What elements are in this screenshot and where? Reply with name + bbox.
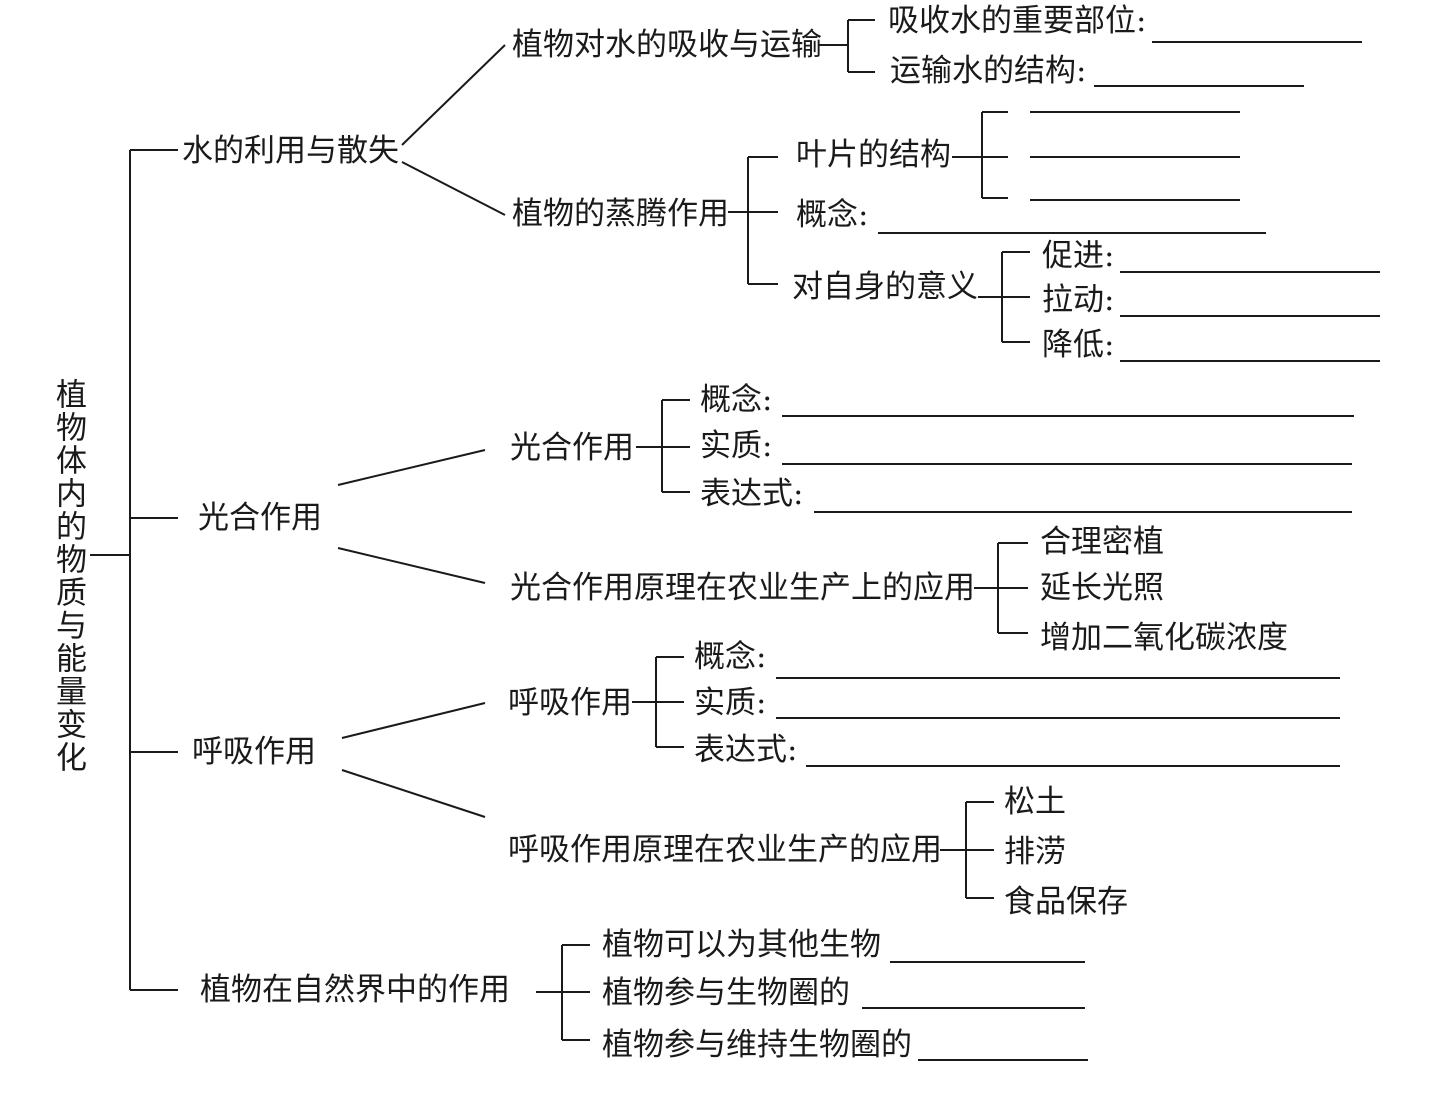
transp-label: 植物的蒸腾作用 <box>512 196 729 232</box>
resp-formula-label: 表达式: <box>694 732 797 768</box>
nature-item-3: 植物参与维持生物圈的 <box>602 1027 912 1063</box>
photo-to-application <box>337 547 486 584</box>
photo-app-item-3: 增加二氧化碳浓度 <box>1040 620 1288 656</box>
photo-app-item-2: 延长光照 <box>1040 570 1164 606</box>
meaning-lower-label: 降低: <box>1042 327 1114 363</box>
resp-detail-label: 呼吸作用 <box>508 685 632 721</box>
photo-concept-label: 概念: <box>700 382 772 418</box>
resp-essence-label: 实质: <box>694 685 766 721</box>
photo-essence-label: 实质: <box>700 428 772 464</box>
nature-item-2: 植物参与生物圈的 <box>602 975 850 1011</box>
photo-application-label: 光合作用原理在农业生产上的应用 <box>510 570 975 606</box>
resp-to-detail <box>341 702 486 739</box>
meaning-pull-label: 拉动: <box>1042 282 1114 318</box>
photo-detail-label: 光合作用 <box>510 430 634 466</box>
resp-app-item-2: 排涝 <box>1004 834 1066 870</box>
transp-concept-label: 概念: <box>796 197 868 233</box>
leaf-structure-label: 叶片的结构 <box>796 137 951 173</box>
nature-item-1: 植物可以为其他生物 <box>602 927 881 963</box>
photo-formula-label: 表达式: <box>700 476 803 512</box>
water-label: 水的利用与散失 <box>182 133 399 169</box>
root-title: 植物体内的物质与能量变化 <box>50 378 87 774</box>
photo-to-detail <box>337 449 486 486</box>
meaning-promote-label: 促进: <box>1042 238 1114 274</box>
photo-label: 光合作用 <box>198 500 322 536</box>
resp-application-label: 呼吸作用原理在农业生产的应用 <box>508 832 942 868</box>
nature-label: 植物在自然界中的作用 <box>200 972 510 1008</box>
absorb-label: 植物对水的吸收与运输 <box>512 27 822 63</box>
absorb-structure-label: 运输水的结构: <box>890 53 1086 89</box>
photo-app-item-1: 合理密植 <box>1040 524 1164 560</box>
meaning-label: 对自身的意义 <box>792 269 978 305</box>
resp-app-item-1: 松土 <box>1004 784 1066 820</box>
water-to-transp <box>401 161 506 216</box>
resp-to-application <box>341 769 486 818</box>
absorb-part-label: 吸收水的重要部位: <box>888 3 1146 39</box>
water-to-absorb <box>401 44 506 146</box>
resp-concept-label: 概念: <box>694 639 766 675</box>
resp-label: 呼吸作用 <box>192 734 316 770</box>
resp-app-item-3: 食品保存 <box>1004 884 1128 920</box>
